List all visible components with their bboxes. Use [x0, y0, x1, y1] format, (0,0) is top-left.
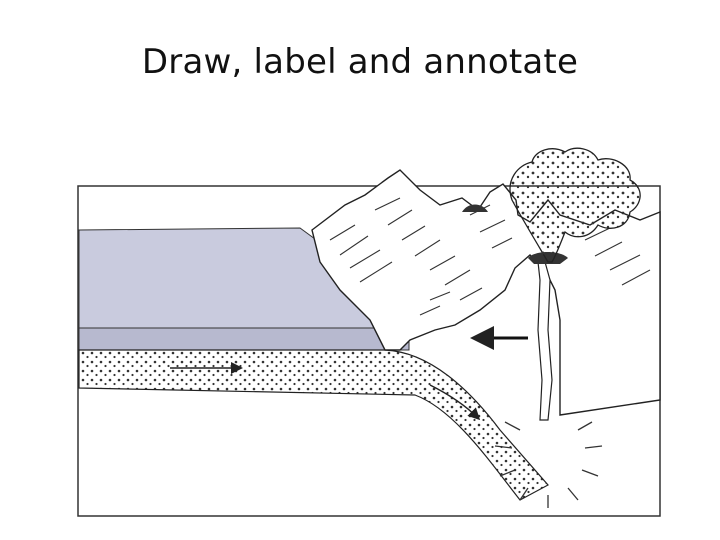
- slide-title: Draw, label and annotate: [141, 42, 579, 82]
- ocean-floor-band: [78, 327, 410, 351]
- ash-column: [538, 230, 548, 262]
- subduction-arrow-icon: [429, 384, 481, 421]
- small-crater: [462, 204, 488, 212]
- mountain-texture: [329, 197, 651, 316]
- oceanic-plate: [78, 349, 549, 501]
- magma-chamber-rays: [494, 421, 603, 508]
- magma-conduit: [537, 261, 553, 421]
